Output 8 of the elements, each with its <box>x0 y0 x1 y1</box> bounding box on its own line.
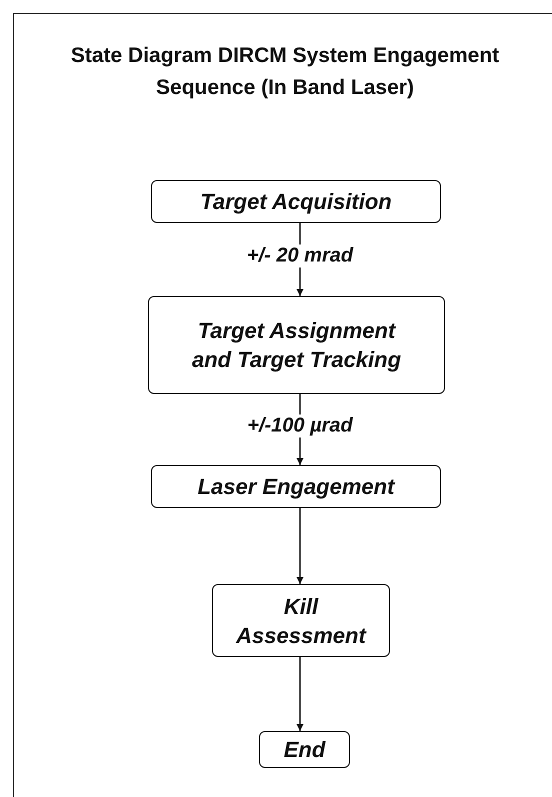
state-box: End <box>259 731 350 768</box>
state-box: Target Acquisition <box>151 180 441 223</box>
arrow <box>296 657 304 731</box>
diagram-title: State Diagram DIRCM System Engagement Sequence (In Band Laser) <box>70 43 500 101</box>
state-box: Target Assignment and Target Tracking <box>148 296 445 394</box>
state-box: Kill Assessment <box>212 584 390 657</box>
arrow <box>296 508 304 584</box>
state-box: Laser Engagement <box>151 465 441 508</box>
